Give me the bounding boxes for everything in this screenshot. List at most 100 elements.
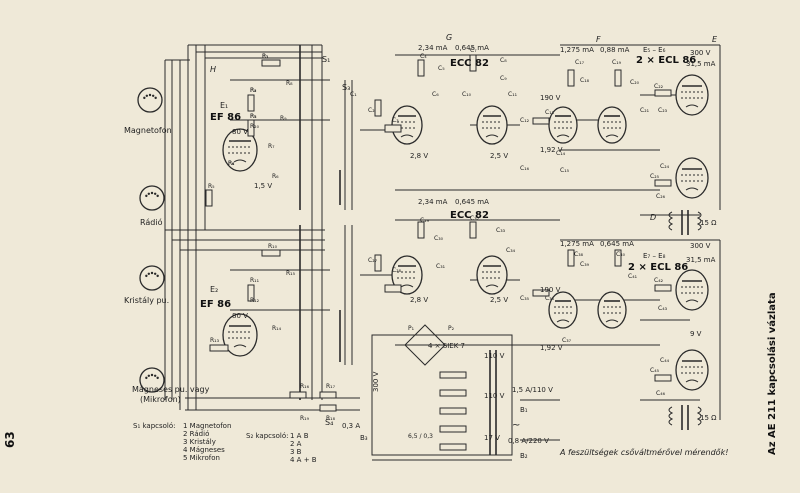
component-label: C₃₄ — [506, 247, 516, 254]
out1-imp: 15 Ω — [700, 219, 717, 227]
mid2-cathode-2: 2,5 V — [490, 296, 508, 304]
component-label: C₃₇ — [562, 337, 572, 344]
fuse-2-rating: 0,8 A/220 V — [508, 437, 549, 445]
component-label: P₃ — [262, 53, 269, 60]
vacuum-tube-icon — [391, 105, 423, 145]
component-label: R₁₈ — [326, 415, 336, 422]
component-label: R₅ — [208, 183, 215, 190]
component-label: C₃₁ — [436, 263, 446, 270]
component-label: R₉ — [280, 115, 287, 122]
component-label: C₃ — [392, 117, 399, 124]
component-label: C₂₉ — [420, 217, 430, 224]
terminal-g: G — [446, 33, 452, 42]
component-label: C₄ — [420, 53, 427, 60]
component-label: C₂₂ — [654, 83, 664, 90]
component-label: R₂₀ — [250, 123, 260, 130]
component-label: C₄₅ — [650, 367, 660, 374]
measurement-note: A feszültségek csőváltmérővel mérendők! — [559, 447, 728, 457]
component-label: R₆ — [272, 173, 279, 180]
component-label: C₃₃ — [496, 227, 506, 234]
tube-e1-ref: E₁ — [220, 101, 228, 110]
component-label: C₉ — [500, 75, 507, 82]
s1-legend-item: 1 Magnetofon — [183, 422, 231, 430]
fuse-2-ref: B₂ — [520, 452, 528, 460]
tube-e1-voltage: 80 V — [232, 128, 248, 136]
vacuum-tube-icon — [476, 255, 508, 295]
mid1-current-2: 0,645 mA — [455, 44, 489, 52]
s1-legend-title: S₁ kapcsoló: — [133, 422, 176, 430]
component-label: C₈ — [500, 57, 507, 64]
out1-plate-v: 300 V — [690, 49, 711, 57]
component-label: P₄ — [250, 87, 257, 94]
s2-legend-item: 1 A B — [290, 432, 309, 440]
vacuum-tube-icon — [548, 291, 578, 329]
ac-symbol: ~ — [512, 420, 520, 431]
component-label: C₁₄ — [556, 150, 566, 157]
component-label: R₁₅ — [286, 270, 296, 277]
mid1-cathode-1: 2,8 V — [410, 152, 428, 160]
terminal-f: F — [596, 35, 601, 44]
vacuum-tube-icon — [597, 106, 627, 144]
input-label-kristaly: Kristály pu. — [124, 296, 169, 305]
component-label: C₂₄ — [660, 163, 670, 170]
out2-type: 2 × ECL 86 — [628, 262, 688, 273]
out1-ia1: 1,275 mA — [560, 46, 594, 54]
lamp-rating: 6,5 / 0,3 — [408, 433, 433, 440]
winding-110v-a: 110 V — [484, 352, 505, 360]
schematic-title: Az AE 211 kapcsolási vázlata — [766, 292, 778, 455]
component-label: C₁₂ — [520, 117, 530, 124]
component-label: P₅ — [250, 113, 257, 120]
s1-legend-item: 3 Kristály — [183, 438, 216, 446]
vacuum-tube-icon — [675, 349, 709, 391]
out1-current: 31,5 mA — [686, 60, 716, 68]
component-label: C₁₇ — [575, 59, 585, 66]
tube-e2-type: EF 86 — [200, 299, 231, 310]
vacuum-tube-icon — [675, 157, 709, 199]
component-label: R₁₂ — [250, 297, 260, 304]
s1-legend-item: 4 Mágneses — [183, 446, 225, 454]
component-label: C₁₅ — [560, 167, 570, 174]
component-label: C₃₉ — [580, 261, 590, 268]
input-socket-icon — [137, 87, 163, 113]
component-label: C₄₆ — [656, 390, 666, 397]
component-label: C₂₇ — [368, 257, 378, 264]
out1-ia2: 0,88 mA — [600, 46, 630, 54]
input-label-magneses: Mágneses pu. vagy (Mikrofon) — [132, 385, 212, 404]
input-socket-icon — [139, 185, 165, 211]
component-label: C₃₅ — [520, 295, 530, 302]
out2-imp: 15 Ω — [700, 414, 717, 422]
component-label: C₇ — [470, 47, 477, 54]
component-label: C₆ — [432, 91, 439, 98]
s2-legend-item: 3 B — [290, 448, 302, 456]
out2-current: 31,5 mA — [686, 256, 716, 264]
s1-legend-item: 2 Rádió — [183, 430, 209, 438]
out2-plate-v: 300 V — [690, 242, 711, 250]
fuse-1-rating: 1,5 A/110 V — [512, 386, 553, 394]
tube-e1-cathode-voltage: 1,5 V — [254, 182, 272, 190]
component-label: C₁₃ — [545, 109, 555, 116]
winding-110v-b: 110 V — [484, 392, 505, 400]
component-label: R₁₇ — [326, 383, 336, 390]
component-label: R₁₃ — [210, 337, 220, 344]
vacuum-tube-icon — [476, 105, 508, 145]
tube-e2-voltage: 80 V — [232, 312, 248, 320]
out2-pair: E₇ – E₈ — [643, 252, 666, 260]
mid2-cathode-1: 2,8 V — [410, 296, 428, 304]
component-label: R₂ — [250, 87, 257, 94]
s2-legend-item: 4 A + B — [290, 456, 317, 464]
s1-legend-item: 5 Mikrofon — [183, 454, 220, 462]
out2-cathode-v: 1,92 V — [540, 344, 563, 352]
input-label-magnetofon: Magnetofon — [124, 126, 172, 135]
component-label: C₂₃ — [658, 107, 668, 114]
component-label: R₁₀ — [268, 243, 278, 250]
mid2-type: ECC 82 — [450, 210, 489, 221]
component-label: C₅ — [438, 65, 445, 72]
terminal-h: H — [210, 65, 216, 74]
winding-17v: 17 V — [484, 434, 500, 442]
component-label: C₄₄ — [660, 357, 670, 364]
component-label: C₁₉ — [612, 59, 622, 66]
switch-s4: S₄ — [325, 418, 333, 427]
component-label: R₁ — [262, 53, 269, 60]
